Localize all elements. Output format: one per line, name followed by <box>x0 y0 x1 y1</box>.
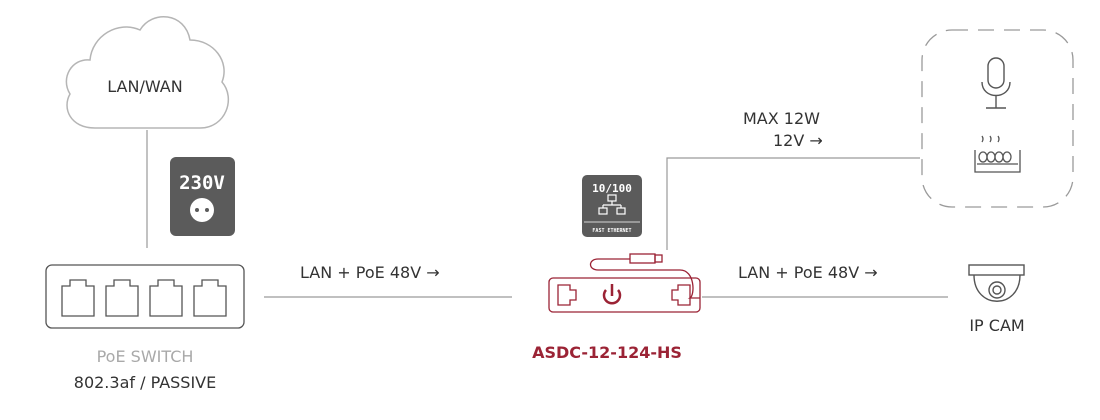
accessories-box <box>921 29 1074 208</box>
aux-power: MAX 12W <box>743 109 820 128</box>
cloud-icon <box>65 16 230 129</box>
power-icon <box>602 284 622 305</box>
heater-icon <box>974 135 1021 173</box>
cloud-label: LAN/WAN <box>107 77 182 96</box>
link-label-switch-device: LAN + PoE 48V → <box>300 263 440 282</box>
camera-label: IP CAM <box>969 316 1024 335</box>
ethernet-speed: 10/100 <box>592 182 632 195</box>
aux-voltage: 12V → <box>773 131 823 150</box>
switch-spec: 802.3af / PASSIVE <box>74 373 216 392</box>
ethernet-caption: FAST ETHERNET <box>592 228 631 234</box>
aux-output-line <box>666 157 920 250</box>
fast-ethernet-badge <box>582 175 642 237</box>
link-label-device-cam: LAN + PoE 48V → <box>738 263 878 282</box>
poe-extender-device-icon <box>548 253 701 313</box>
microphone-icon <box>981 57 1011 109</box>
power-outlet-badge <box>170 157 235 236</box>
network-icon <box>598 194 626 215</box>
switch-name: PoE SWITCH <box>97 347 194 366</box>
power-badge-label: 230V <box>179 172 225 194</box>
device-name: ASDC-12-124-HS <box>532 343 682 362</box>
ip-camera-icon <box>968 264 1025 302</box>
poe-switch-icon <box>45 264 245 329</box>
